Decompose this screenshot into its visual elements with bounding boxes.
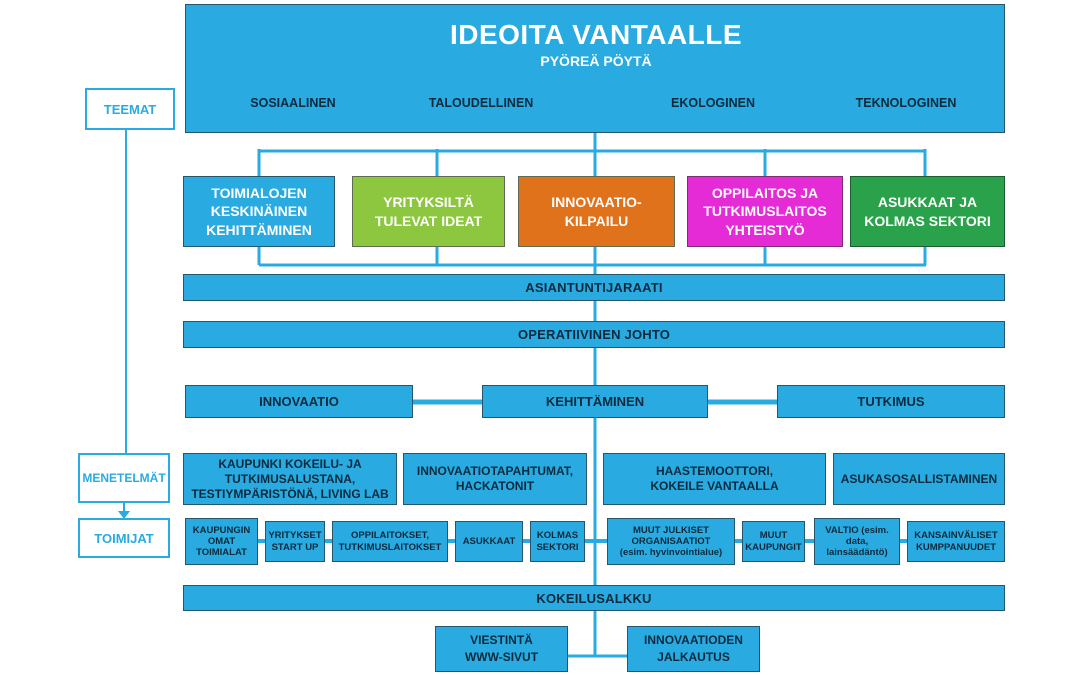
channel-yrityksilta-ideat: YRITYKSILTÄ TULEVAT IDEAT [352, 176, 505, 247]
channel-asukkaat-kolmas-sektori: ASUKKAAT JA KOLMAS SEKTORI [850, 176, 1005, 247]
bar-asiantuntijaraati: ASIANTUNTIJARAATI [183, 274, 1005, 301]
method-innovaatiotapahtumat: INNOVAATIOTAPAHTUMAT, HACKATONIT [403, 453, 587, 505]
theme-sosiaalinen: SOSIAALINEN [250, 96, 336, 110]
function-kehittaminen: KEHITTÄMINEN [482, 385, 708, 418]
page-title: IDEOITA VANTAALLE [449, 19, 743, 50]
channel-oppilaitos-yhteistyo: OPPILAITOS JA TUTKIMUSLAITOS YHTEISTYÖ [687, 176, 843, 247]
channel-toimialojen-kehittaminen: TOIMIALOJEN KESKINÄINEN KEHITTÄMINEN [183, 176, 335, 247]
function-innovaatio: INNOVAATIO [185, 385, 413, 418]
bottom-innovaatioiden-jalkautus: INNOVAATIODEN JALKAUTUS [627, 626, 760, 672]
actor-asukkaat: ASUKKAAT [455, 521, 523, 562]
bottom-viestinta-www: VIESTINTÄ WWW-SIVUT [435, 626, 568, 672]
page-subtitle: PYÖREÄ PÖYTÄ [540, 53, 652, 69]
method-asukasosallistaminen: ASUKASOSALLISTAMINEN [833, 453, 1005, 505]
side-label-teemat: TEEMAT [85, 88, 175, 130]
actor-yritykset-startup: YRITYKSET START UP [265, 521, 325, 562]
bar-operatiivinen-johto: OPERATIIVINEN JOHTO [183, 321, 1005, 348]
method-haastemoottori: HAASTEMOOTTORI, KOKEILE VANTAALLA [603, 453, 826, 505]
theme-ekologinen: EKOLOGINEN [670, 96, 756, 110]
channel-innovaatiokilpailu: INNOVAATIO- KILPAILU [518, 176, 675, 247]
theme-teknologinen: TEKNOLOGINEN [855, 96, 957, 110]
actor-oppilaitokset: OPPILAITOKSET, TUTKIMUSLAITOKSET [332, 521, 448, 562]
method-kaupunki-alustana: KAUPUNKI KOKEILU- JA TUTKIMUSALUSTANA, T… [183, 453, 397, 505]
banner-text: IDEOITA VANTAALLE PYÖREÄ PÖYTÄ [186, 19, 1006, 69]
actor-muut-kaupungit: MUUT KAUPUNGIT [742, 521, 805, 562]
function-tutkimus: TUTKIMUS [777, 385, 1005, 418]
main-banner: IDEOITA VANTAALLE PYÖREÄ PÖYTÄ SOSIAALIN… [185, 4, 1005, 133]
actor-valtio: VALTIO (esim. data, lainsäädäntö) [814, 518, 900, 565]
bar-kokeilusalkku: KOKEILUSALKKU [183, 585, 1005, 611]
side-label-menetelmat: MENETELMÄT [78, 453, 170, 503]
theme-taloudellinen: TALOUDELLINEN [428, 96, 534, 110]
side-label-toimijat: TOIMIJAT [78, 518, 170, 558]
actor-kaupungin-toimialat: KAUPUNGIN OMAT TOIMIALAT [185, 518, 258, 565]
actor-kolmas-sektori: KOLMAS SEKTORI [530, 521, 585, 562]
actor-kansainvaliset-kumppanuudet: KANSAINVÄLISET KUMPPANUUDET [907, 521, 1005, 562]
actor-muut-julkiset-organisaatiot: MUUT JULKISET ORGANISAATIOT (esim. hyvin… [607, 518, 735, 565]
